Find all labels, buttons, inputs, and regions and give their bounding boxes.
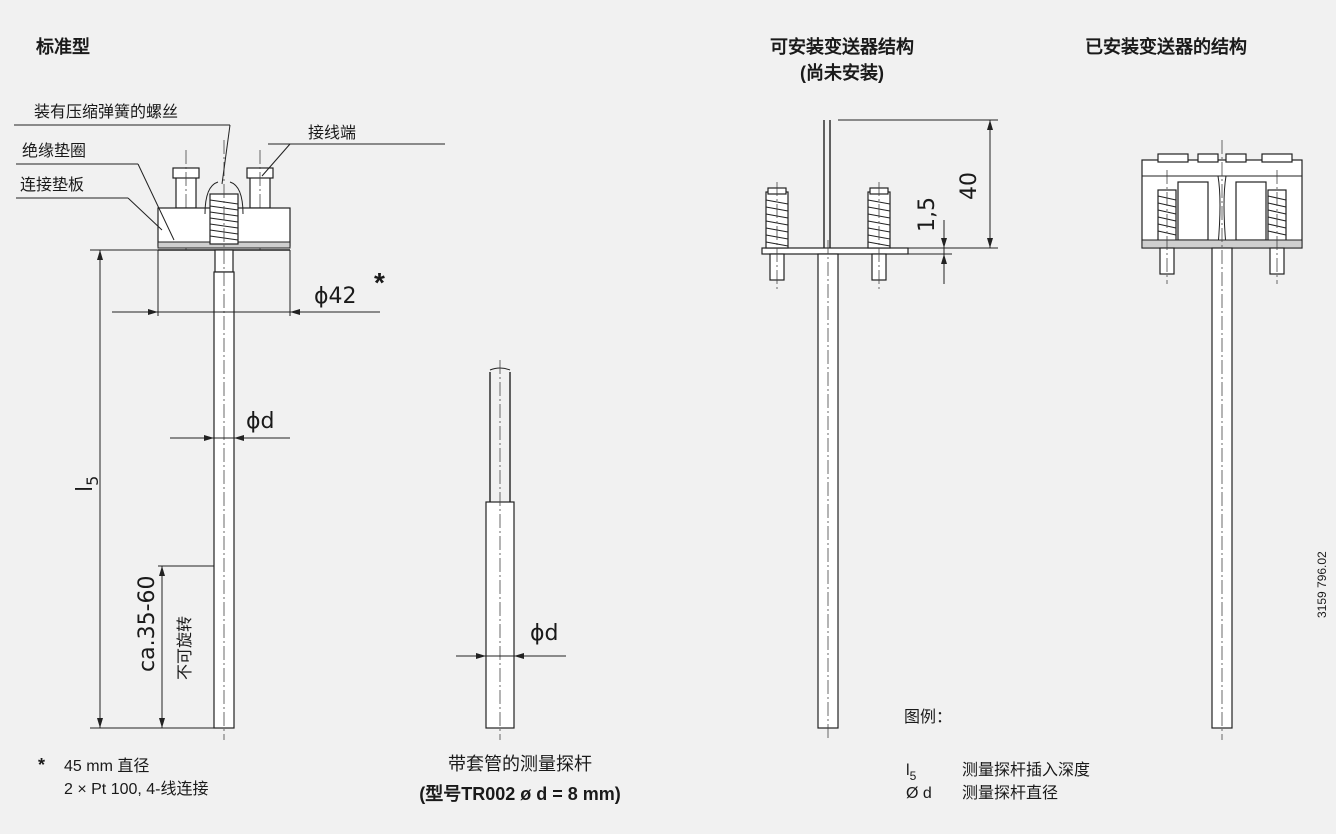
document-number: 3159 796.02 (1315, 551, 1329, 618)
footnote-line1: 45 mm 直径 (64, 757, 149, 775)
callout-spring-screw: 装有压缩弹簧的螺丝 (34, 102, 178, 121)
probe-caption-line2: (型号TR002 ø d = 8 mm) (419, 783, 621, 804)
mounted-drawing (1141, 140, 1303, 740)
sleeve-probe-drawing (456, 360, 566, 740)
footnote-line2: 2 × Pt 100, 4-线连接 (64, 780, 209, 798)
callout-insulating-washer: 绝缘垫圈 (22, 141, 86, 160)
legend-l5-symbol: l5 (906, 762, 917, 783)
standard-probe-drawing (14, 124, 445, 740)
mountable-drawing (761, 119, 998, 740)
dim-40: 40 (957, 172, 982, 200)
dim-diameter-d: ϕd (246, 409, 274, 434)
probe-caption-line1: 带套管的测量探杆 (448, 754, 592, 774)
dim-sleeve-diameter-d: ϕd (530, 621, 558, 646)
dim-star: * (374, 267, 385, 298)
legend-l5-text: 测量探杆插入深度 (962, 760, 1090, 779)
dim-diameter-42: ϕ42 (314, 284, 357, 309)
title-mounted: 已安装变送器的结构 (1085, 36, 1247, 57)
title-mountable: 可安装变送器结构 (770, 36, 914, 57)
title-mountable-note: (尚未安装) (800, 62, 884, 83)
legend-title: 图例： (904, 707, 952, 726)
label-no-rotation: 不可旋转 (175, 616, 194, 680)
dim-1-5: 1,5 (915, 197, 940, 232)
dim-l5: l5 (73, 476, 102, 492)
callout-terminal: 接线端 (308, 123, 356, 142)
footnote-star: * (38, 755, 45, 775)
title-standard: 标准型 (35, 36, 90, 57)
legend-d-text: 测量探杆直径 (962, 783, 1058, 802)
callout-connection-plate: 连接垫板 (20, 175, 84, 194)
dim-ca-35-60: ca.35-60 (135, 576, 160, 673)
legend-d-symbol: Ø d (906, 785, 932, 802)
